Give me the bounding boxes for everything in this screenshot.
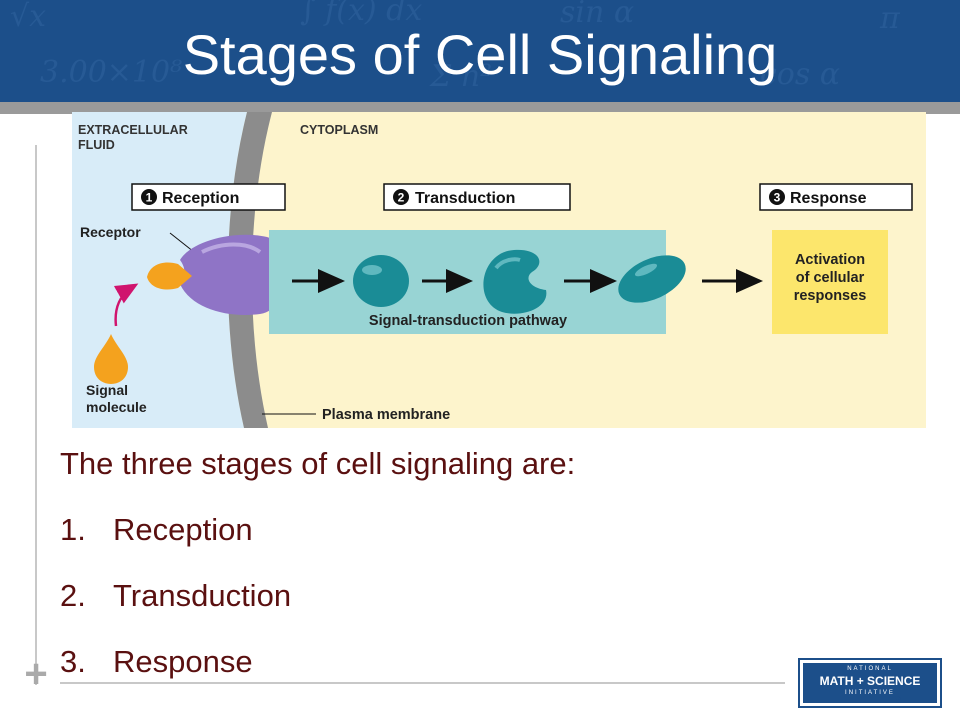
extracellular-label-line1: EXTRACELLULAR bbox=[78, 123, 188, 137]
stage-reception-num: 1 bbox=[146, 191, 153, 205]
response-box bbox=[772, 230, 888, 334]
receptor-highlight bbox=[201, 242, 262, 254]
stage-reception-label: Reception bbox=[162, 190, 239, 207]
list-item-number: 2. bbox=[60, 578, 86, 613]
relay-protein-1-shine bbox=[362, 265, 382, 275]
list-item-label: Transduction bbox=[113, 578, 292, 613]
stage-response-num: 3 bbox=[774, 191, 781, 205]
logo-bottom-text: INITIATIVE bbox=[845, 690, 895, 696]
free-signal-molecule bbox=[94, 334, 128, 384]
list-item-response: 3. Response bbox=[60, 642, 253, 682]
header-divider bbox=[0, 102, 960, 114]
left-rule bbox=[35, 145, 37, 685]
signal-molecule-label-line2: molecule bbox=[86, 399, 147, 415]
intro-text: The three stages of cell signaling are: bbox=[60, 446, 576, 481]
slide-title: Stages of Cell Signaling bbox=[182, 23, 778, 86]
list-item-number: 3. bbox=[60, 644, 86, 679]
relay-protein-3 bbox=[618, 255, 686, 303]
header-background-pattern: √x ∫ f(x) dx sin α 3.00×10⁸ Σ n² cos α π bbox=[10, 0, 900, 94]
list-item-label: Response bbox=[113, 644, 253, 679]
pathway-label: Signal-transduction pathway bbox=[369, 313, 567, 329]
receptor-protein bbox=[180, 234, 286, 315]
response-line1: Activation bbox=[795, 252, 865, 268]
stage-transduction: 2 Transduction bbox=[383, 183, 571, 211]
relay-protein-2-shine bbox=[494, 257, 521, 270]
cell-signaling-diagram: EXTRACELLULAR FLUID CYTOPLASM 1 Receptio… bbox=[72, 112, 926, 428]
list-item-reception: 1. Reception bbox=[60, 510, 253, 550]
membrane-label: Plasma membrane bbox=[322, 407, 450, 423]
receptor-pointer bbox=[169, 232, 195, 253]
stage-transduction-label: Transduction bbox=[415, 190, 515, 207]
plus-icon: + bbox=[24, 652, 48, 696]
logo-top-text: NATIONAL bbox=[847, 666, 893, 672]
stage-reception: 1 Reception bbox=[131, 183, 286, 211]
relay-protein-1 bbox=[353, 255, 409, 307]
list-item-transduction: 2. Transduction bbox=[60, 576, 291, 616]
signal-molecule-label-line1: Signal bbox=[86, 382, 128, 398]
receptor-label: Receptor bbox=[80, 224, 141, 240]
response-line2: of cellular bbox=[796, 270, 865, 286]
stage-response-label: Response bbox=[790, 190, 867, 207]
nms-logo: NATIONAL MATH + SCIENCE INITIATIVE bbox=[798, 658, 942, 708]
list-item-number: 1. bbox=[60, 512, 86, 547]
title-bar: √x ∫ f(x) dx sin α 3.00×10⁸ Σ n² cos α π… bbox=[0, 0, 960, 102]
bottom-rule bbox=[60, 682, 785, 684]
binding-arrow bbox=[113, 283, 139, 327]
extracellular-label-line2: FLUID bbox=[78, 138, 115, 152]
stage-response: 3 Response bbox=[759, 183, 913, 211]
list-item-label: Reception bbox=[113, 512, 253, 547]
page-number: 9 bbox=[895, 694, 902, 706]
response-line3: responses bbox=[794, 288, 867, 304]
bound-signal-molecule bbox=[147, 262, 192, 290]
logo-middle-text: MATH + SCIENCE bbox=[819, 674, 921, 688]
stage-transduction-num: 2 bbox=[398, 191, 405, 205]
relay-protein-3-shine bbox=[634, 263, 658, 277]
cytoplasm-label: CYTOPLASM bbox=[300, 123, 378, 137]
